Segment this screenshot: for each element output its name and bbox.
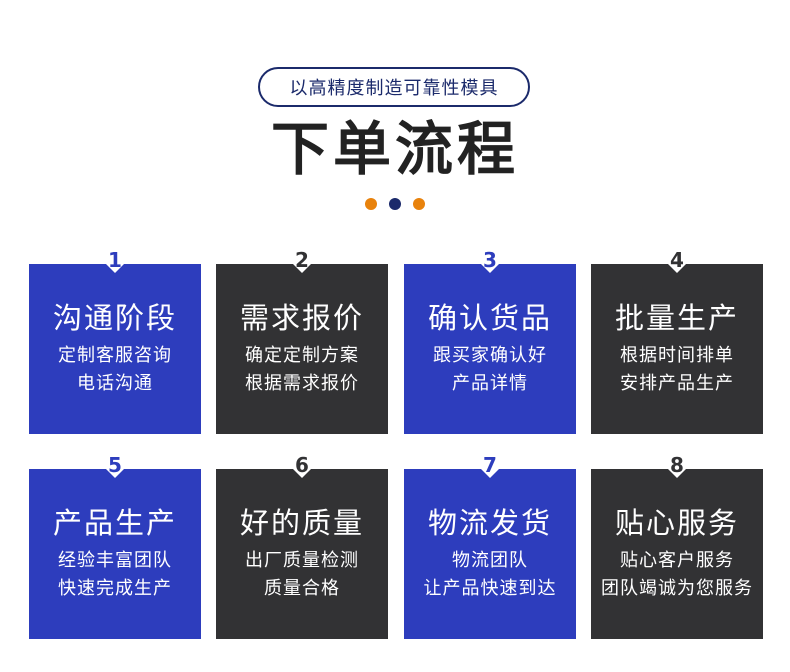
step-number: 4 (670, 248, 684, 272)
step-number: 5 (108, 453, 122, 477)
step-desc-line1: 跟买家确认好 (433, 345, 547, 366)
step-desc-line2: 快速完成生产 (58, 578, 172, 599)
step-title: 产品生产 (52, 506, 177, 540)
step-desc-line2: 产品详情 (452, 373, 528, 394)
card-notch (481, 469, 499, 478)
step-desc-line2: 根据需求报价 (245, 373, 359, 394)
card-notch (293, 469, 311, 478)
page-title: 下单流程 (270, 115, 519, 183)
step-title: 确认货品 (427, 301, 552, 335)
step-title: 贴心服务 (614, 506, 739, 540)
step-card-4: 4 批量生产 根据时间排单 安排产品生产 (591, 248, 763, 434)
card-notch (293, 264, 311, 273)
step-desc-line1: 定制客服咨询 (58, 345, 172, 366)
card-notch (106, 469, 124, 478)
step-desc-line1: 确定定制方案 (245, 345, 359, 366)
tagline-badge: 以高精度制造可靠性模具 (258, 67, 530, 107)
step-title: 好的质量 (239, 506, 364, 540)
step-desc-line1: 物流团队 (452, 550, 528, 571)
step-desc-line1: 贴心客户服务 (620, 550, 734, 571)
step-title: 需求报价 (239, 301, 364, 335)
card-notch (106, 264, 124, 273)
step-desc-line2: 让产品快速到达 (423, 578, 557, 599)
step-number: 7 (483, 453, 497, 477)
card-notch (668, 469, 686, 478)
card-notch (668, 264, 686, 273)
step-desc-line2: 质量合格 (264, 578, 340, 599)
dot-orange-left (365, 198, 377, 210)
step-card-2: 2 需求报价 确定定制方案 根据需求报价 (216, 248, 388, 434)
dot-orange-right (413, 198, 425, 210)
card-notch (481, 264, 499, 273)
step-card-7: 7 物流发货 物流团队 让产品快速到达 (404, 453, 576, 639)
step-title: 沟通阶段 (52, 301, 177, 335)
step-title: 批量生产 (614, 301, 739, 335)
step-number: 6 (295, 453, 309, 477)
step-desc-line1: 出厂质量检测 (245, 550, 359, 571)
step-desc-line2: 团队竭诚为您服务 (601, 578, 753, 599)
step-desc-line1: 根据时间排单 (620, 345, 734, 366)
step-number: 3 (483, 248, 497, 272)
step-desc-line2: 电话沟通 (77, 373, 153, 394)
step-title: 物流发货 (427, 506, 552, 540)
step-number: 8 (670, 453, 684, 477)
step-card-3: 3 确认货品 跟买家确认好 产品详情 (404, 248, 576, 434)
step-card-1: 1 沟通阶段 定制客服咨询 电话沟通 (29, 248, 201, 434)
step-card-8: 8 贴心服务 贴心客户服务 团队竭诚为您服务 (591, 453, 763, 639)
step-card-6: 6 好的质量 出厂质量检测 质量合格 (216, 453, 388, 639)
step-number: 2 (295, 248, 309, 272)
decorative-dots (0, 198, 790, 210)
step-number: 1 (108, 248, 122, 272)
dot-navy-center (389, 198, 401, 210)
step-desc-line2: 安排产品生产 (620, 373, 734, 394)
step-card-5: 5 产品生产 经验丰富团队 快速完成生产 (29, 453, 201, 639)
step-desc-line1: 经验丰富团队 (58, 550, 172, 571)
